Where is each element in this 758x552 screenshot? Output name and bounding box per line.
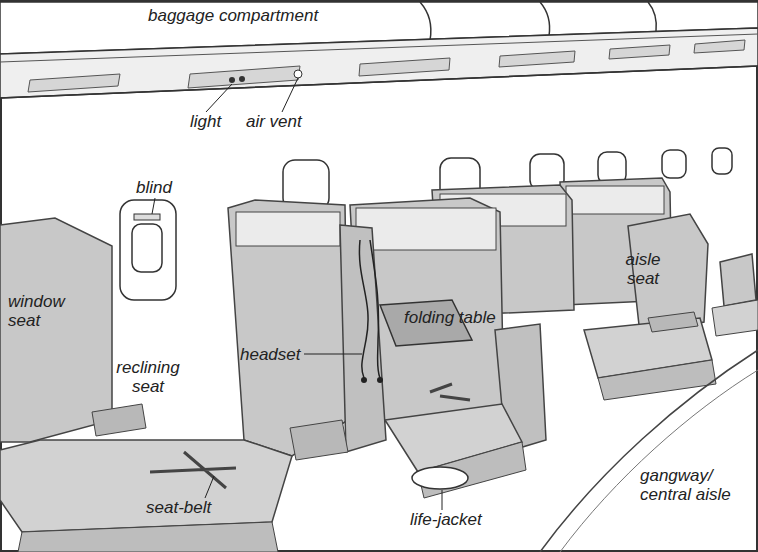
part-label: aisle seat <box>618 250 668 288</box>
panel-unit <box>694 40 745 53</box>
belt-strap <box>430 384 470 400</box>
panel-edge <box>0 34 758 62</box>
earpiece <box>361 377 367 383</box>
window <box>132 224 162 272</box>
armrest <box>648 312 698 332</box>
headset-cord <box>370 240 380 378</box>
panel-unit <box>609 45 670 59</box>
panel-unit <box>499 51 575 67</box>
service-panel <box>0 28 758 98</box>
window <box>712 148 732 174</box>
part-label: life-jacket <box>410 510 482 529</box>
seat-back <box>228 200 348 456</box>
leader-line <box>205 476 214 498</box>
panel-unit <box>188 66 300 88</box>
leader-line <box>304 354 362 355</box>
bin-divider <box>420 2 431 40</box>
seat-back <box>720 254 756 306</box>
light-symbol <box>239 76 245 82</box>
wall-edge <box>0 66 758 98</box>
headset-cord <box>359 240 368 378</box>
life-jacket-symbol <box>412 467 468 489</box>
part-label: air vent <box>246 112 302 131</box>
part-label: headset <box>240 345 301 364</box>
part-label: blind <box>136 178 172 197</box>
part-label: baggage compartment <box>148 6 318 25</box>
gangway-edge <box>560 370 758 552</box>
light-symbol <box>229 77 235 83</box>
leader-line <box>152 198 155 214</box>
part-label: light <box>190 112 221 131</box>
seat-belt-symbol <box>150 452 236 488</box>
seat-back-side <box>340 225 386 452</box>
seat-cushion <box>0 440 292 532</box>
seat-base <box>18 522 278 552</box>
headrest-cover <box>566 186 664 214</box>
part-label: seat-belt <box>146 498 211 517</box>
part-label: folding table <box>404 308 496 327</box>
part-label: reclining seat <box>108 358 188 396</box>
armrest <box>92 404 146 436</box>
earpiece <box>377 377 383 383</box>
window <box>662 150 686 178</box>
leader-line <box>206 84 232 112</box>
armrest <box>290 420 348 460</box>
gangway-edge <box>540 350 758 552</box>
part-label: gangway/ central aisle <box>640 466 740 504</box>
seat-back <box>0 218 112 442</box>
leader-line <box>442 490 443 510</box>
panel-unit <box>359 58 450 76</box>
part-label: window seat <box>8 292 70 330</box>
seat-base <box>598 360 716 400</box>
panel-unit <box>28 74 120 92</box>
blind-symbol <box>134 214 160 220</box>
window-frame <box>120 200 176 300</box>
air-vent-symbol <box>294 70 302 78</box>
bin-divider <box>540 2 550 36</box>
seat-cushion <box>712 300 758 336</box>
bin-divider <box>648 2 656 32</box>
leader-line <box>282 78 298 112</box>
headrest-cover <box>236 212 340 246</box>
headrest-cover <box>356 208 496 250</box>
